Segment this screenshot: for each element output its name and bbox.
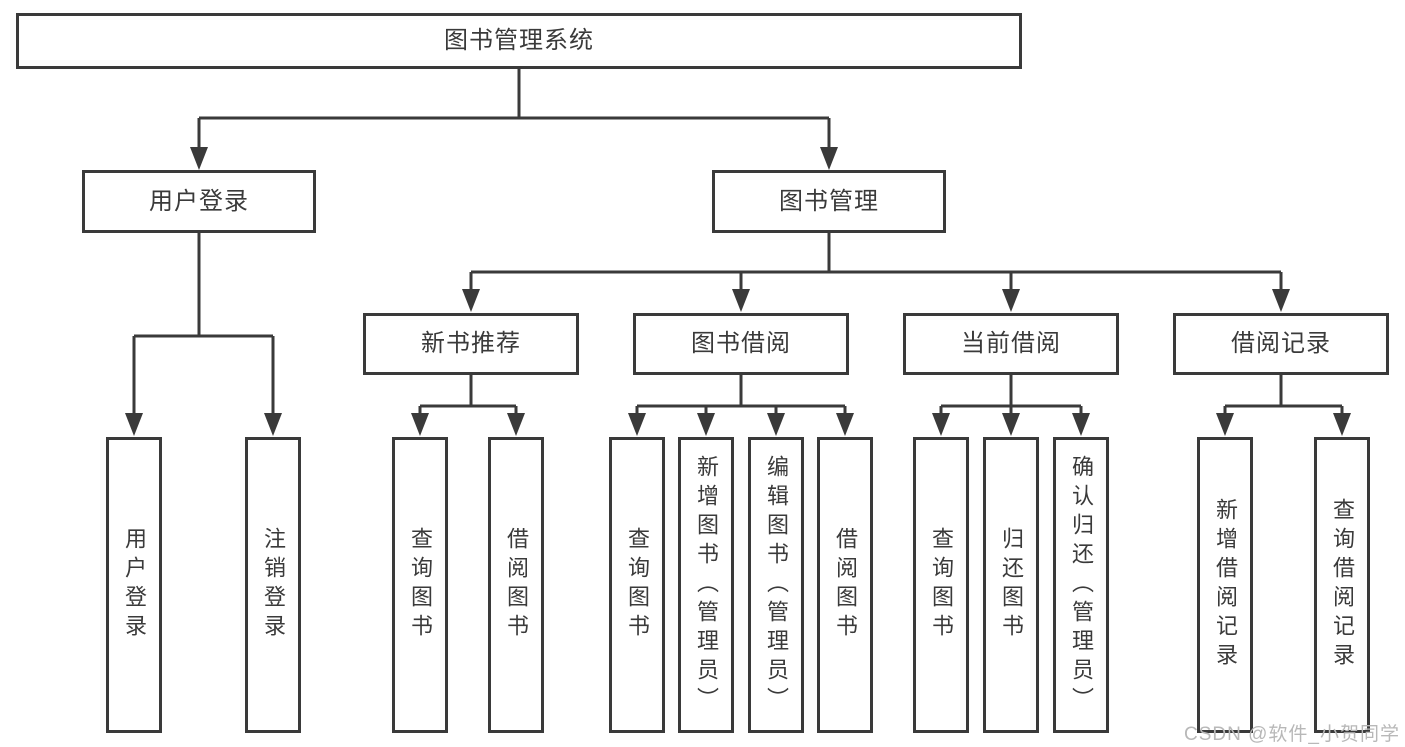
arrow-to-query-borrow-record	[1333, 413, 1351, 436]
connector-borrow-records-children	[1223, 375, 1344, 416]
node-user-login-branch-label: 用户登录	[149, 187, 249, 215]
node-new-book-rec: 新书推荐	[363, 313, 579, 375]
connector-root-to-level2	[197, 69, 831, 150]
node-current-borrow-label: 当前借阅	[961, 330, 1061, 357]
node-query-books-3-label: 查询图书	[929, 527, 954, 643]
node-query-borrow-record-label: 查询借阅记录	[1330, 498, 1355, 672]
arrow-to-confirm-return	[1072, 413, 1090, 436]
node-query-borrow-record: 查询借阅记录	[1314, 437, 1370, 733]
node-user-login-label: 用户登录	[122, 527, 147, 643]
node-new-book-rec-label: 新书推荐	[421, 330, 521, 357]
arrow-to-borrow-books-2	[836, 413, 854, 436]
connector-current-borrow-children	[939, 375, 1083, 416]
node-edit-book-label: 编辑图书（管理员）	[764, 454, 789, 716]
arrow-to-add-borrow-record	[1216, 413, 1234, 436]
arrow-to-user-login-branch	[190, 147, 208, 170]
connector-book-mgmt-children	[469, 233, 1283, 292]
arrow-to-query-books-3	[932, 413, 950, 436]
arrow-to-return-book	[1002, 413, 1020, 436]
connector-user-login-children	[132, 233, 275, 416]
arrow-to-logout	[264, 413, 282, 436]
arrow-to-edit-book	[767, 413, 785, 436]
node-borrow-records-label: 借阅记录	[1231, 330, 1331, 357]
node-book-borrow: 图书借阅	[633, 313, 849, 375]
arrow-to-current-borrow	[1002, 289, 1020, 312]
node-add-book-label: 新增图书（管理员）	[694, 454, 719, 716]
node-user-login-branch: 用户登录	[82, 170, 316, 233]
arrow-to-borrow-records	[1272, 289, 1290, 312]
node-add-book: 新增图书（管理员）	[678, 437, 734, 733]
node-root: 图书管理系统	[16, 13, 1022, 69]
arrow-to-query-books-1	[411, 413, 429, 436]
node-logout: 注销登录	[245, 437, 301, 733]
arrow-to-borrow-books-1	[507, 413, 525, 436]
node-book-mgmt-label: 图书管理	[779, 187, 879, 215]
arrow-to-book-mgmt	[820, 147, 838, 170]
node-query-books-1: 查询图书	[392, 437, 448, 733]
csdn-watermark: CSDN @软件_小贺同学	[1184, 724, 1400, 745]
node-add-borrow-record-label: 新增借阅记录	[1213, 498, 1238, 672]
node-root-label: 图书管理系统	[444, 27, 594, 54]
arrow-to-add-book	[697, 413, 715, 436]
arrow-to-book-borrow	[732, 289, 750, 312]
node-query-books-1-label: 查询图书	[408, 527, 433, 643]
node-borrow-records: 借阅记录	[1173, 313, 1389, 375]
node-edit-book: 编辑图书（管理员）	[748, 437, 804, 733]
connector-book-borrow-children	[635, 375, 847, 416]
node-add-borrow-record: 新增借阅记录	[1197, 437, 1253, 733]
node-book-borrow-label: 图书借阅	[691, 330, 791, 357]
node-logout-label: 注销登录	[261, 527, 286, 643]
node-confirm-return-label: 确认归还（管理员）	[1069, 454, 1094, 716]
node-borrow-books-1-label: 借阅图书	[504, 527, 529, 643]
arrow-to-query-books-2	[628, 413, 646, 436]
node-query-books-2-label: 查询图书	[625, 527, 650, 643]
node-current-borrow: 当前借阅	[903, 313, 1119, 375]
connector-new-book-rec-children	[418, 375, 518, 416]
node-borrow-books-2: 借阅图书	[817, 437, 873, 733]
node-borrow-books-2-label: 借阅图书	[833, 527, 858, 643]
arrow-to-new-book-rec	[462, 289, 480, 312]
node-return-book-label: 归还图书	[999, 527, 1024, 643]
node-return-book: 归还图书	[983, 437, 1039, 733]
node-borrow-books-1: 借阅图书	[488, 437, 544, 733]
node-user-login: 用户登录	[106, 437, 162, 733]
node-book-mgmt: 图书管理	[712, 170, 946, 233]
node-query-books-3: 查询图书	[913, 437, 969, 733]
node-query-books-2: 查询图书	[609, 437, 665, 733]
node-confirm-return: 确认归还（管理员）	[1053, 437, 1109, 733]
arrow-to-user-login	[125, 413, 143, 436]
